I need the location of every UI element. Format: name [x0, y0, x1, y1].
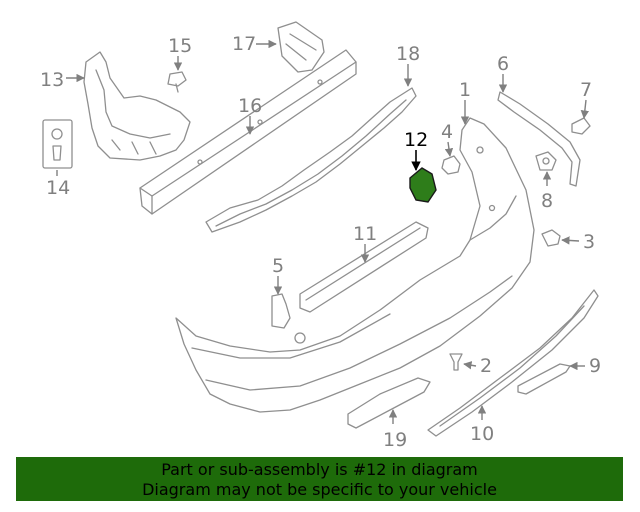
part-10-lower-valance: [427, 289, 599, 437]
svg-text:15: 15: [168, 35, 192, 57]
callout-19: 19: [383, 409, 407, 451]
svg-text:5: 5: [272, 255, 284, 277]
callout-6: 6: [497, 53, 509, 93]
part-4-nut: [441, 155, 461, 175]
part-19-reflector: [347, 377, 431, 429]
part-18-energy-absorber: [205, 87, 417, 233]
svg-text:7: 7: [580, 79, 592, 101]
callout-2: 2: [463, 355, 492, 377]
svg-text:18: 18: [396, 43, 420, 65]
callout-8: 8: [541, 171, 553, 212]
part-2-push-clip: [449, 353, 463, 371]
part-3-bolt: [541, 229, 561, 247]
part-7-screw: [571, 117, 591, 135]
banner-line-2: Diagram may not be specific to your vehi…: [142, 480, 497, 499]
callout-7: 7: [580, 79, 592, 119]
part-12-highlighted-bracket: [409, 167, 437, 203]
callout-12: 12: [404, 129, 428, 171]
svg-text:10: 10: [470, 423, 494, 445]
part-15-bolt: [167, 71, 187, 93]
svg-text:9: 9: [589, 355, 601, 377]
svg-text:19: 19: [383, 429, 407, 451]
svg-text:13: 13: [40, 69, 64, 91]
callout-18: 18: [396, 43, 420, 87]
parts-diagram: 1 2 3 4 5 6 7 8 9 10 11 12: [40, 21, 601, 451]
callout-5: 5: [272, 255, 284, 295]
callout-15: 15: [168, 35, 192, 71]
callout-14: 14: [46, 170, 70, 199]
callout-4: 4: [441, 121, 453, 157]
callout-3: 3: [561, 231, 595, 253]
banner-line-1: Part or sub-assembly is #12 in diagram: [161, 460, 478, 479]
part-6-side-molding: [497, 91, 581, 187]
part-17-sensor-module: [277, 21, 325, 73]
svg-text:1: 1: [459, 79, 471, 101]
callout-17: 17: [232, 33, 277, 55]
part-1-bumper-cover: [175, 117, 535, 413]
svg-text:8: 8: [541, 190, 553, 212]
part-14-clip-set: [42, 119, 73, 169]
callout-11: 11: [353, 223, 377, 263]
svg-text:14: 14: [46, 177, 70, 199]
svg-text:4: 4: [441, 121, 453, 143]
part-11-reflector-strip: [299, 221, 429, 313]
part-9-small-trim: [517, 363, 571, 395]
svg-text:6: 6: [497, 53, 509, 75]
callout-1: 1: [459, 79, 471, 125]
svg-text:17: 17: [232, 33, 256, 55]
callout-16: 16: [238, 95, 262, 135]
svg-text:2: 2: [480, 355, 492, 377]
part-8-grommet: [535, 151, 557, 171]
callout-10: 10: [470, 405, 494, 445]
svg-text:3: 3: [583, 231, 595, 253]
info-banner: Part or sub-assembly is #12 in diagram D…: [16, 457, 623, 501]
svg-text:11: 11: [353, 223, 377, 245]
svg-text:16: 16: [238, 95, 262, 117]
callout-13: 13: [40, 69, 85, 91]
callout-9: 9: [569, 355, 601, 377]
part-5-bracket: [271, 293, 291, 329]
part-13-side-bracket: [83, 51, 191, 161]
svg-text:12: 12: [404, 129, 428, 151]
